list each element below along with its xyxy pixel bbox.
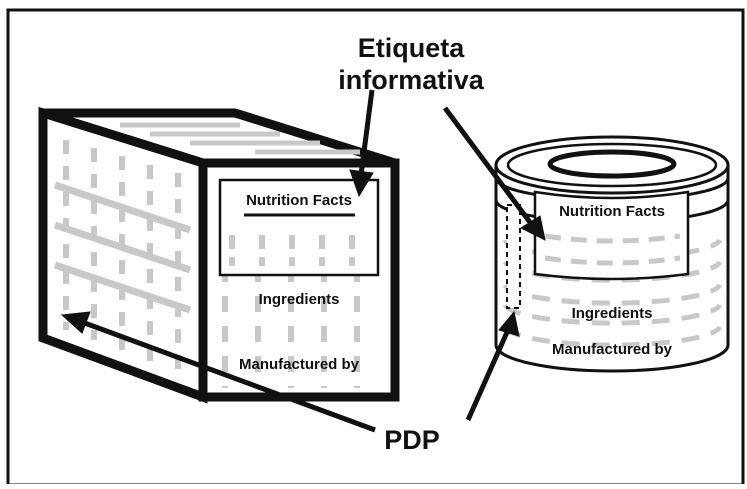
label-callout-line2: informativa [338, 65, 485, 95]
arrow-pdp-to-box-head [60, 311, 91, 334]
can-pdp-strip [506, 204, 521, 309]
box-ingredients-text: Ingredients [259, 291, 340, 308]
arrow-label-to-can-head [519, 215, 546, 241]
box-manufacturer-text: Manufactured by [239, 356, 360, 373]
box-nutrition-pattern [229, 235, 355, 266]
arrow-label-to-box [358, 89, 375, 176]
can-lid-ring [547, 149, 677, 179]
can-manufacturer-text: Manufactured by [552, 341, 673, 358]
box-front-pattern [222, 236, 360, 388]
label-callout-line1: Etiqueta [358, 33, 465, 63]
callout-arrows [60, 89, 546, 433]
box-top-pattern [120, 122, 360, 155]
can-nutrition-pattern [544, 233, 681, 266]
box-side-pattern [53, 140, 192, 372]
can-package: Nutrition Facts Ingredients Manufactured… [494, 135, 730, 373]
arrow-pdp-to-can-head [498, 310, 520, 337]
arrow-label-to-box-head [349, 169, 374, 198]
arrow-pdp-to-box [81, 319, 376, 433]
can-nutrition-panel [533, 190, 690, 281]
can-top-rim [494, 135, 730, 195]
box-package: Nutrition Facts Ingredients Manufactured… [38, 106, 400, 404]
box-nutrition-facts-text: Nutrition Facts [246, 192, 352, 209]
box-nutrition-panel [218, 178, 380, 277]
arrow-label-to-can [442, 106, 535, 227]
can-inner-rim [506, 142, 718, 188]
pdp-callout: PDP [384, 425, 440, 455]
can-nutrition-facts-text: Nutrition Facts [559, 203, 665, 220]
arrow-pdp-to-can [465, 328, 511, 422]
can-ingredients-text: Ingredients [572, 305, 653, 322]
